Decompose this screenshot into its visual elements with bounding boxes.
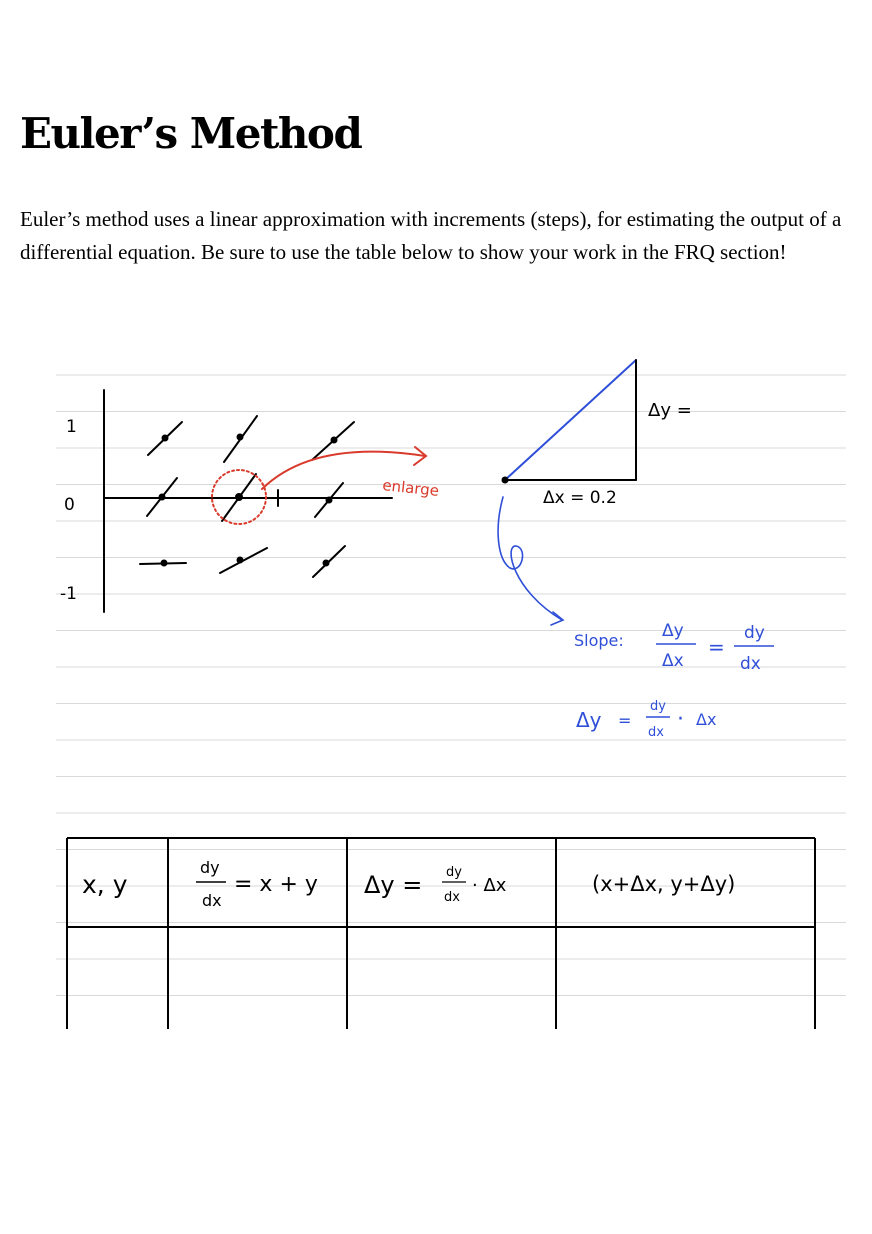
slope-point: [160, 559, 168, 567]
delta-y-delta-x: Δx: [696, 710, 716, 729]
slope-point: [161, 434, 169, 442]
slope-point: [236, 556, 244, 564]
slope-point: [235, 493, 243, 501]
table-header: x, y dy dx = x + y Δy = dy dx · Δx (x+Δx…: [82, 858, 735, 910]
header-delta-y-lhs: Δy =: [364, 871, 422, 899]
header-next-point: (x+Δx, y+Δy): [592, 872, 735, 896]
slope-points: [158, 433, 338, 567]
slope-segments: [139, 415, 355, 578]
highlight-circle: [211, 469, 267, 525]
slope-point: [330, 436, 338, 444]
euler-table: [66, 837, 816, 1029]
slope-delta-x: Δx: [662, 651, 684, 671]
slope-equals: =: [708, 635, 725, 659]
slope-point: [158, 493, 166, 501]
enlarge-label: enlarge: [382, 476, 440, 500]
notebook-ruled-lines: [56, 374, 846, 996]
slope-point: [325, 496, 333, 504]
slope-point: [236, 433, 244, 441]
slope-formula: Slope: Δy Δx = dy dx Δy = dy dx · Δx: [574, 621, 774, 740]
curl-arrow: [497, 496, 565, 626]
enlarge-callout: [211, 446, 428, 525]
header-deriv-dx: dx: [202, 891, 222, 910]
delta-y-lhs: Δy: [576, 708, 602, 732]
slope-delta-y: Δy: [662, 621, 684, 641]
delta-y-equals: =: [618, 711, 631, 730]
y-tick-label-1: 1: [66, 417, 77, 437]
y-tick-label-0: 0: [64, 495, 75, 515]
slope-point: [322, 559, 330, 567]
y-tick-label-neg1: -1: [60, 584, 77, 604]
delta-y-dot: ·: [677, 707, 684, 732]
header-xy: x, y: [82, 870, 128, 899]
slope-dy: dy: [744, 623, 765, 643]
enlarge-arrow: [261, 450, 426, 490]
delta-y-dx: dx: [648, 725, 664, 740]
y-tick-labels: 1 0 -1: [60, 417, 77, 604]
slope-segment: [219, 547, 268, 574]
header-delta-y-dy: dy: [446, 865, 462, 880]
triangle-hypotenuse: [504, 359, 637, 481]
header-deriv-rhs: = x + y: [234, 872, 318, 897]
enlarge-arrowhead: [413, 446, 428, 466]
run-label: Δx = 0.2: [543, 488, 617, 508]
header-delta-y-rhs: · Δx: [472, 875, 507, 896]
header-deriv-dy: dy: [200, 858, 220, 877]
slope-field-sketch: [103, 389, 393, 613]
triangle-start-point: [501, 476, 509, 484]
rise-label: Δy =: [648, 400, 692, 421]
curl-arrowhead: [550, 611, 565, 626]
intro-paragraph: Euler’s method uses a linear approximati…: [20, 207, 842, 264]
page-title: Euler’s Method: [20, 109, 363, 158]
curl-arrow-path: [497, 496, 563, 621]
header-delta-y-dx: dx: [444, 890, 460, 905]
slope-label: Slope:: [574, 631, 624, 650]
delta-y-dy: dy: [650, 699, 666, 714]
enlarged-triangle: [504, 359, 637, 481]
slope-dx: dx: [740, 654, 761, 674]
